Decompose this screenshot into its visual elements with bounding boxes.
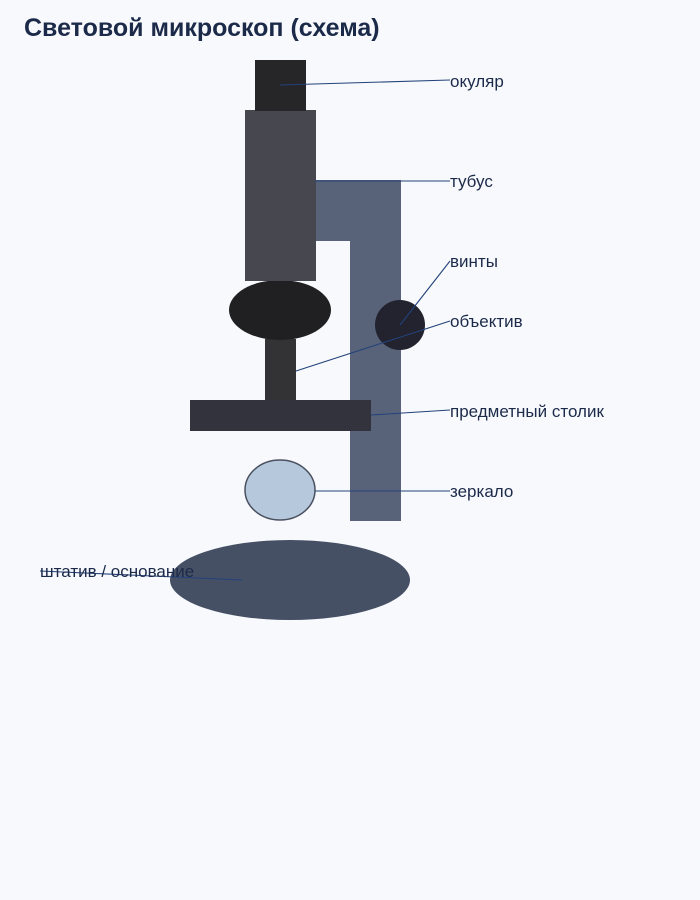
- labels: окуляр тубус винты объектив предметный с…: [40, 72, 604, 581]
- label-screws: винты: [450, 252, 498, 271]
- label-objective: объектив: [450, 312, 523, 331]
- objective-stem: [265, 339, 296, 401]
- leader-line-base: [39, 570, 243, 581]
- leader-line-objective: [295, 320, 451, 372]
- label-tube: тубус: [450, 172, 493, 191]
- page-title: Световой микроскоп (схема): [24, 14, 380, 42]
- stage: [190, 400, 371, 431]
- label-mirror: зеркало: [450, 482, 513, 501]
- label-eyepiece: окуляр: [450, 72, 504, 91]
- mirror: [244, 459, 316, 521]
- label-base: штатив / основание: [40, 562, 194, 581]
- tube: [245, 110, 316, 281]
- base: [170, 540, 410, 620]
- leader-lines: [39, 79, 451, 581]
- leader-line-screws: [399, 260, 451, 326]
- label-stage: предметный столик: [450, 402, 604, 421]
- leader-line-stage: [370, 409, 451, 416]
- objective: [229, 280, 331, 340]
- leader-line-eyepiece: [279, 79, 451, 86]
